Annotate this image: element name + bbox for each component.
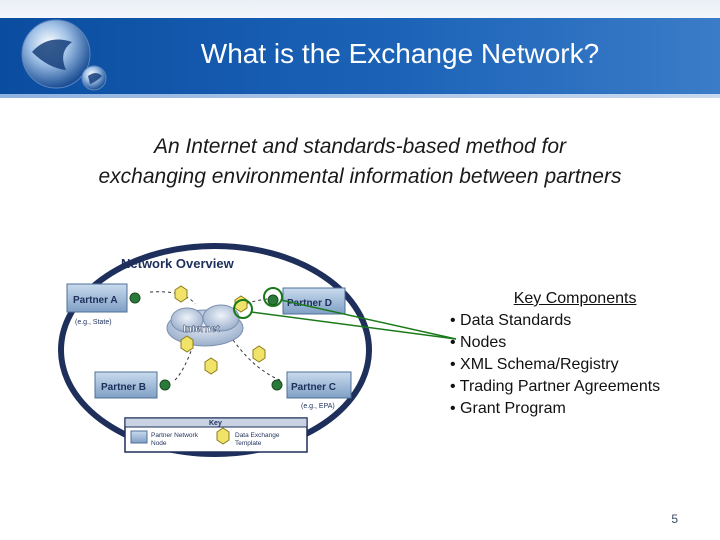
key-components: Key Components • Data Standards • Nodes … [450,288,660,420]
key-node-line1: Partner Network [151,432,199,439]
component-item: • Grant Program [450,400,566,417]
partner-b-node: Partner B [94,371,158,399]
partner-d-node: Partner D [282,287,346,315]
slide-title: What is the Exchange Network? [200,38,600,69]
partner-a-label: Partner A [73,295,118,306]
subtitle-line-2: exchanging environmental information bet… [98,165,622,188]
component-item: • Nodes [450,334,507,351]
component-item: • Data Standards [450,312,572,329]
globe-logo-icon [21,19,107,91]
node-connector-c [271,379,283,391]
key-template-swatch [216,427,230,445]
key-title: Key [209,420,222,427]
diagram-heading: Network Overview [121,256,235,271]
template-marker-1 [174,285,188,303]
partner-a-node: Partner A [66,283,128,313]
partner-c-label: Partner C [291,382,336,393]
node-connector-b [159,379,171,391]
highlight-circle-1 [233,299,253,319]
template-marker-5 [204,357,218,375]
partner-c-note: (e.g., EPA) [301,403,335,410]
highlight-circle-2 [263,287,283,307]
slide-header: What is the Exchange Network? [0,0,720,110]
partner-c-node: Partner C [286,371,352,399]
template-marker-3 [180,335,194,353]
component-item: • XML Schema/Registry [450,356,619,373]
key-components-heading: Key Components [513,290,637,307]
key-template-line1: Data Exchange [235,432,280,439]
internet-cloud: Internet [166,304,244,347]
diagram-link-center-b [174,339,196,381]
key-template-line2: Template [235,440,262,447]
pointer-line-1 [250,311,457,340]
key-node-swatch [130,430,148,444]
internet-label: Internet [183,324,220,335]
subtitle-line-1: An Internet and standards-based method f… [153,135,567,158]
network-overview-diagram: Network Overview Internet Partner A (e.g… [58,243,372,457]
component-item: • Trading Partner Agreements [450,378,661,395]
page-number: 5 [671,512,678,526]
key-node-line2: Node [151,440,167,447]
diagram-key: Key Partner Network Node Data Exchange T… [124,417,308,453]
partner-b-label: Partner B [101,382,146,393]
slide-subtitle: An Internet and standards-based method f… [20,132,700,192]
template-marker-4 [252,345,266,363]
partner-a-note: (e.g., State) [75,319,112,326]
pointer-line-2 [280,299,457,340]
header-bar [0,18,720,98]
node-connector-a [129,292,141,304]
partner-d-label: Partner D [287,298,332,309]
